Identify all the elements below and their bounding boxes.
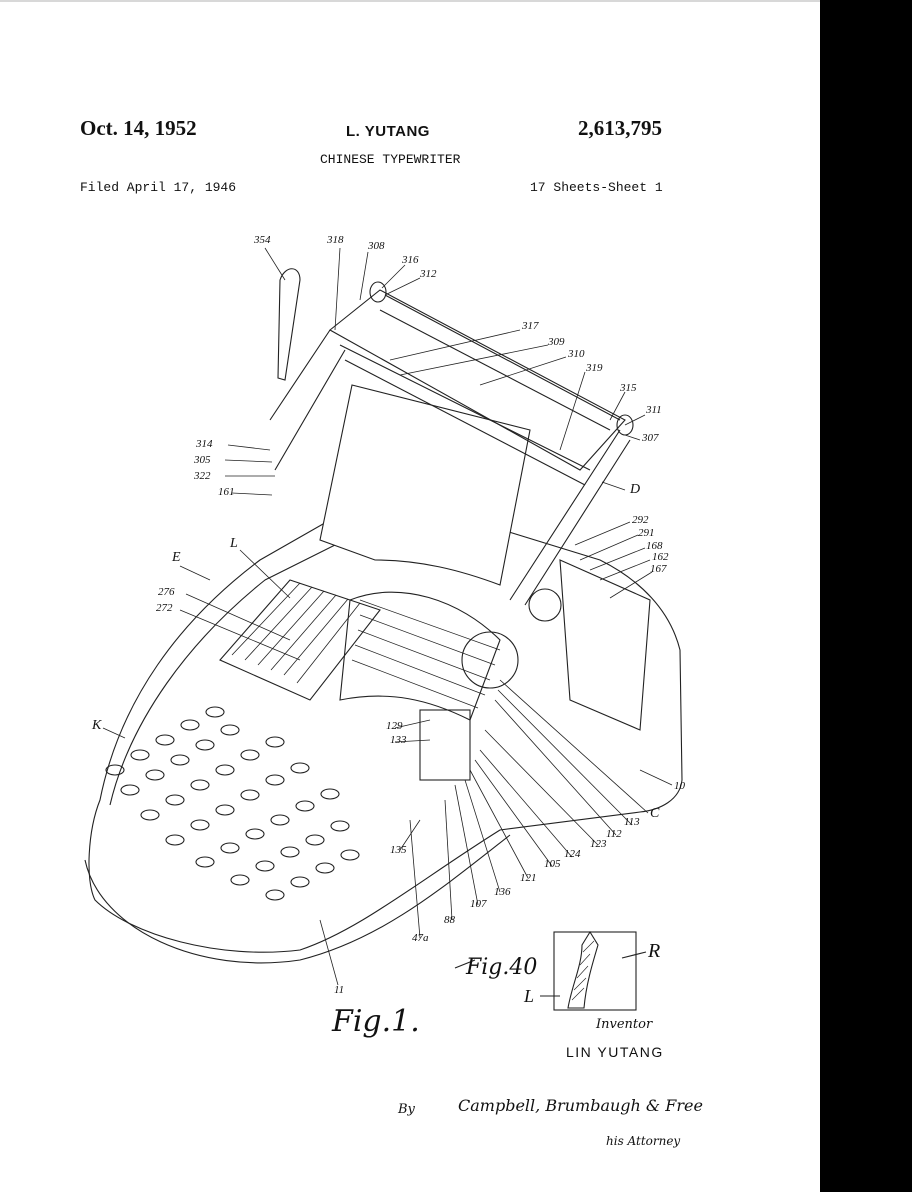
ref-311: 311 (646, 404, 662, 416)
ref-305: 305 (194, 454, 211, 466)
platen-line-2 (344, 359, 586, 486)
lever-354 (277, 268, 301, 381)
ref-L: L (230, 536, 238, 551)
ref-113: 113 (624, 816, 640, 828)
ref-124: 124 (564, 848, 581, 860)
ref-167: 167 (650, 563, 667, 575)
top-border (0, 0, 820, 2)
ref-272: 272 (156, 602, 173, 614)
patent-date: Oct. 14, 1952 (80, 116, 197, 140)
ref-307: 307 (642, 432, 659, 444)
mechanism-box (419, 709, 471, 781)
attorney-signature: Campbell, Brumbaugh & Free (458, 1096, 703, 1115)
grid-lines (231, 582, 361, 684)
ref-136: 136 (494, 886, 511, 898)
ref-C: C (650, 806, 660, 821)
ref-133: 133 (390, 734, 407, 746)
fig40-label-L: L (524, 986, 535, 1006)
fig40-label-R: R (648, 940, 661, 962)
ref-10: 10 (674, 780, 685, 792)
sheet-count: 17 Sheets-Sheet 1 (530, 180, 663, 195)
character-grid (219, 579, 381, 701)
ref-322: 322 (194, 470, 211, 482)
fig40-R-leader (621, 951, 647, 959)
ref-308: 308 (368, 240, 385, 252)
ref-354: 354 (254, 234, 271, 246)
ref-105: 105 (544, 858, 561, 870)
typewriter-body (88, 506, 683, 953)
ref-E: E (172, 550, 181, 565)
ref-11: 11 (334, 984, 345, 996)
ref-107: 107 (470, 898, 487, 910)
carriage-side-left (269, 329, 346, 471)
ref-K: K (92, 718, 102, 733)
figure-40-caption: Fig.40 (466, 955, 538, 980)
by-label: By (398, 1102, 415, 1117)
gear-wheel (461, 631, 519, 689)
fig40-arrow (454, 959, 476, 969)
paper-sheet (319, 384, 531, 586)
inventor-name: LIN YUTANG (566, 1044, 664, 1060)
ref-47a: 47a (412, 932, 429, 944)
fig40-frame (553, 931, 637, 1011)
ref-317: 317 (522, 320, 539, 332)
right-black-bar (820, 0, 912, 1192)
roller-end-left (369, 281, 387, 303)
ref-135: 135 (390, 844, 407, 856)
ref-129: 129 (386, 720, 403, 732)
figure-1-caption: Fig.1. (332, 1004, 420, 1039)
ref-316: 316 (402, 254, 419, 266)
keyboard-keys (105, 706, 360, 901)
body-inner-edge (109, 531, 466, 806)
right-plate (559, 559, 651, 731)
ref-291: 291 (638, 527, 655, 539)
fig40-hatch (571, 940, 595, 1001)
ref-319: 319 (586, 362, 603, 374)
inventor-label: Inventor (596, 1017, 653, 1032)
drum-lines (351, 599, 501, 709)
ref-315: 315 (620, 382, 637, 394)
inventor-short-name: L. YUTANG (346, 123, 430, 140)
ref-292: 292 (632, 514, 649, 526)
fig40-section (567, 930, 599, 1009)
body-lower-edge (84, 834, 511, 964)
drum-housing (339, 591, 501, 721)
ref-318: 318 (327, 234, 344, 246)
filed-date: Filed April 17, 1946 (80, 180, 237, 195)
attorney-role: his Attorney (606, 1134, 681, 1148)
ref-161: 161 (218, 486, 235, 498)
carriage-side-right (509, 429, 631, 606)
ref-310: 310 (568, 348, 585, 360)
platen-line-1 (339, 344, 591, 471)
ref-112: 112 (606, 828, 622, 840)
ref-309: 309 (548, 336, 565, 348)
rail-2 (379, 309, 611, 431)
ref-123: 123 (590, 838, 607, 850)
ref-276: 276 (158, 586, 175, 598)
patent-number: 2,613,795 (578, 116, 662, 140)
leader-lines (102, 247, 673, 986)
ref-312: 312 (420, 268, 437, 280)
patent-title: CHINESE TYPEWRITER (320, 152, 461, 167)
ref-D: D (630, 482, 641, 497)
rail-top (384, 294, 621, 421)
knob-right (528, 588, 562, 622)
ref-162: 162 (652, 551, 669, 563)
ref-314: 314 (196, 438, 213, 450)
ref-88: 88 (444, 914, 455, 926)
ref-121: 121 (520, 872, 537, 884)
ref-168: 168 (646, 540, 663, 552)
